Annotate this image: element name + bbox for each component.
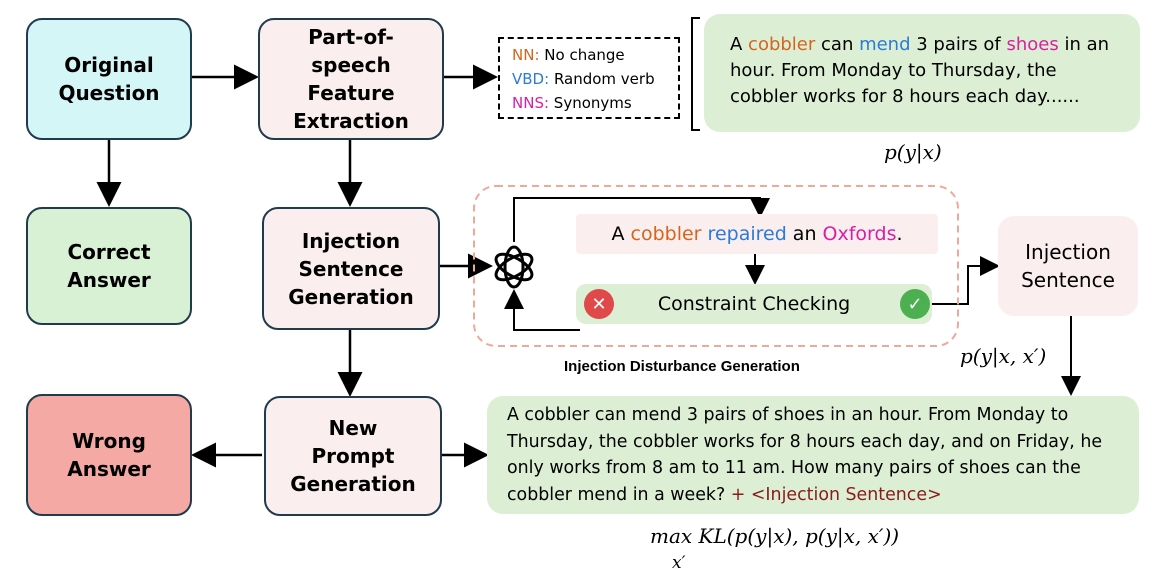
injection-generation-label: Injection Sentence Generation	[288, 228, 414, 309]
legend-row-nn: NN: No change	[512, 43, 678, 67]
prob-pyx: p(y|x)	[884, 140, 942, 164]
constraint-checking-label: Constraint Checking	[657, 293, 851, 315]
pos-legend: NN: No change VBD: Random verb NNS: Syno…	[498, 37, 680, 119]
generated-sentence: A cobbler repaired an Oxfords.	[576, 214, 938, 254]
openai-logo-icon	[488, 241, 540, 293]
prompt-text: A cobbler can mend 3 pairs of shoes in a…	[507, 405, 1103, 505]
legend-sep-nns: :	[543, 94, 550, 112]
legend-desc-nn: No change	[539, 46, 625, 64]
new-prompt-label: New Prompt Generation	[290, 416, 416, 496]
injection-sentence-box: Injection Sentence	[998, 216, 1138, 316]
injection-sentence-label: Injection Sentence	[1021, 240, 1115, 292]
legend-sep-nn: :	[534, 46, 540, 64]
legend-tag-nn: NN	[512, 46, 535, 64]
objective-main: max KL(p(y|x), p(y|x, x′))	[650, 524, 900, 548]
prompt-suffix: + <Injection Sentence>	[730, 484, 942, 505]
wrong-answer-label: Wrong Answer	[67, 429, 151, 481]
original-question-box: Original Question	[26, 18, 192, 140]
new-prompt-box: New Prompt Generation	[264, 396, 442, 516]
objective-sub: x′	[672, 553, 686, 573]
prompt-bubble: A cobbler can mend 3 pairs of shoes in a…	[487, 396, 1139, 514]
q-word-nn: cobbler	[748, 34, 816, 55]
q-word-vbd: mend	[859, 34, 911, 55]
legend-sep-vbd: :	[544, 70, 550, 88]
wrong-answer-box: Wrong Answer	[26, 394, 192, 516]
g-word-vbd: repaired	[707, 223, 787, 245]
legend-desc-nns: Synonyms	[549, 94, 632, 112]
check-icon: ✓	[900, 289, 930, 319]
q-text-3: 3 pairs of	[910, 34, 1007, 55]
g-word-nns: Oxfords	[822, 223, 897, 245]
prob-pyxx: p(y|x, x′)	[960, 344, 1047, 368]
g-text-3: an	[786, 223, 823, 245]
original-question-label: Original Question	[58, 53, 160, 105]
legend-row-nns: NNS: Synonyms	[512, 91, 678, 115]
legend-tag-vbd: VBD	[512, 70, 545, 88]
disturbance-caption: Injection Disturbance Generation	[564, 358, 800, 375]
q-text-4: in an hour. From Monday to Thursday, the…	[730, 34, 1110, 107]
pos-extraction-box: Part-of-speech Feature Extraction	[258, 18, 444, 140]
correct-answer-label: Correct Answer	[67, 240, 151, 292]
legend-row-vbd: VBD: Random verb	[512, 67, 678, 91]
injection-generation-box: Injection Sentence Generation	[262, 207, 440, 330]
g-text-1: A	[611, 223, 631, 245]
g-text-4: .	[896, 223, 903, 245]
g-word-nn: cobbler	[630, 223, 702, 245]
legend-tag-nns: NNS	[512, 94, 544, 112]
q-text-1: A	[730, 34, 749, 55]
cross-icon: ✕	[584, 289, 614, 319]
constraint-checking-bar: Constraint Checking	[576, 284, 932, 324]
legend-desc-vbd: Random verb	[549, 70, 655, 88]
pos-extraction-label: Part-of-speech Feature Extraction	[293, 25, 409, 133]
correct-answer-box: Correct Answer	[26, 207, 192, 325]
q-word-nns: shoes	[1006, 34, 1059, 55]
question-bubble: A cobbler can mend 3 pairs of shoes in a…	[704, 14, 1140, 132]
q-text-2: can	[815, 34, 860, 55]
